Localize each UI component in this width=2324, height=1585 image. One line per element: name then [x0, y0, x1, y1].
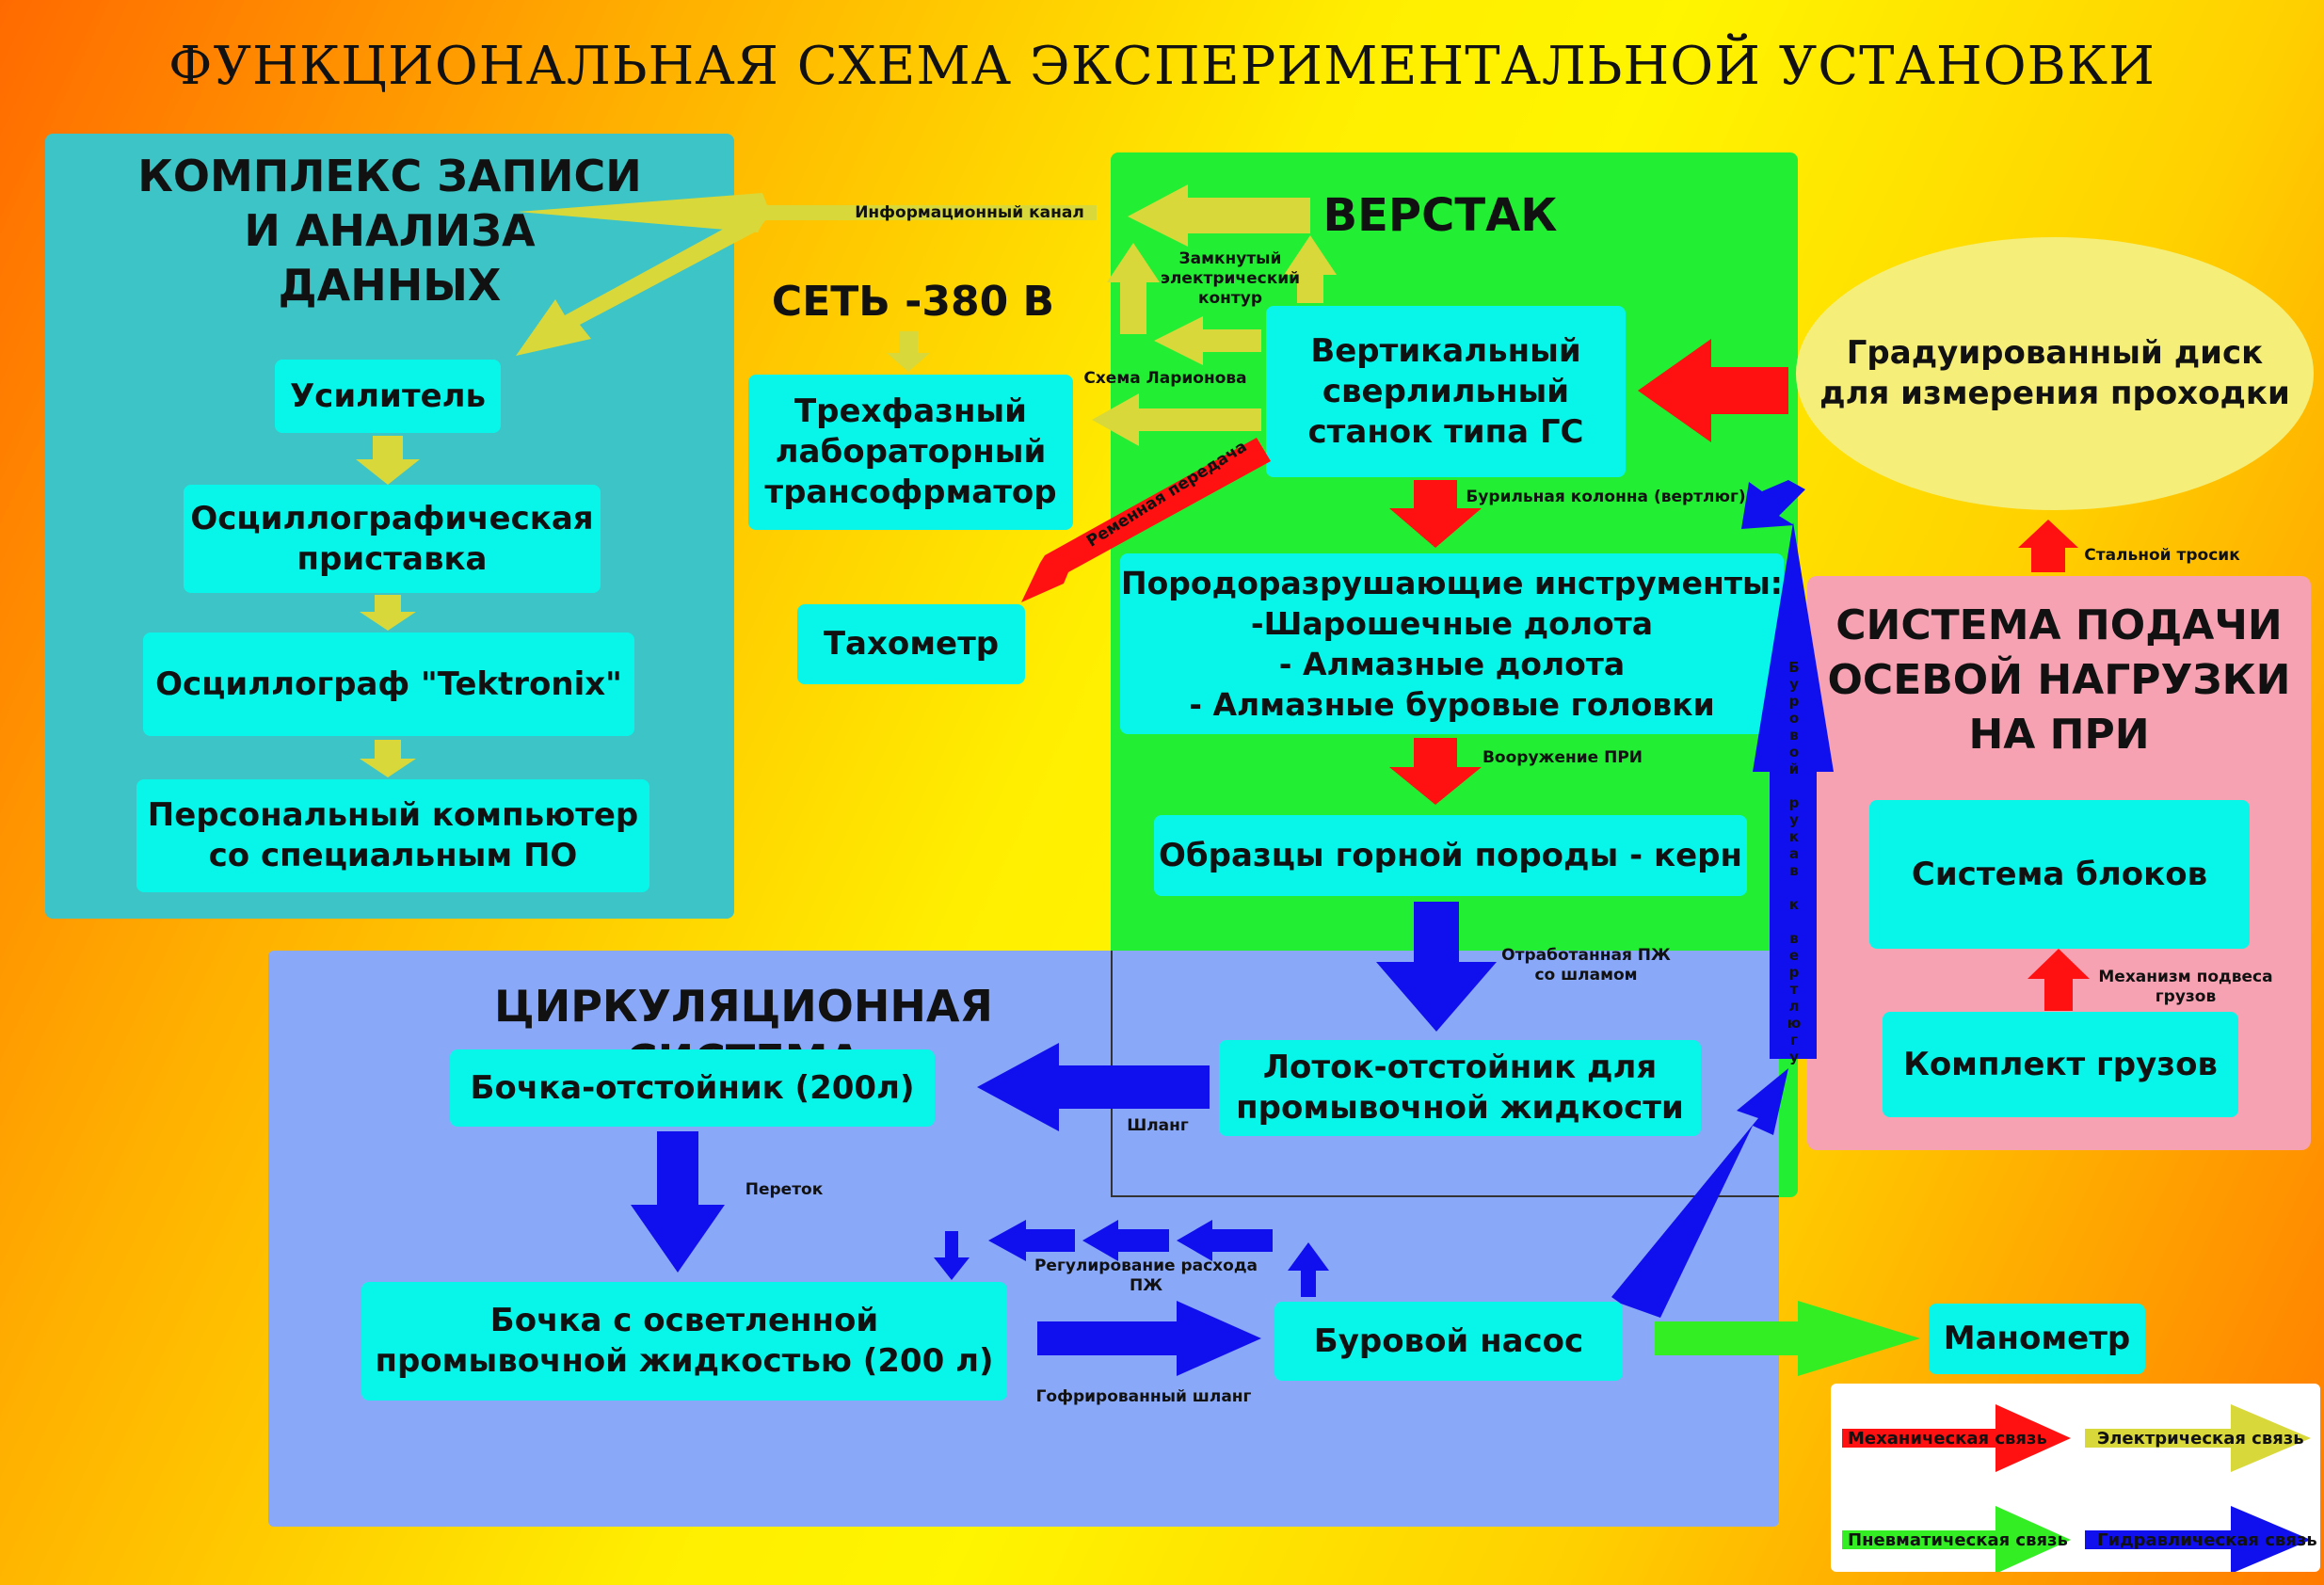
- oscillograph-attachment-box: Осциллографическая приставка: [184, 485, 601, 593]
- page-title: ФУНКЦИОНАЛЬНАЯ СХЕМА ЭКСПЕРИМЕНТАЛЬНОЙ У…: [168, 36, 2156, 97]
- legend-hydraulic-label: Гидравлическая связь: [2097, 1530, 2317, 1550]
- oscilloscope-to-computer-arrow: [360, 740, 416, 777]
- samples-to-tray-arrow: [1376, 902, 1497, 1032]
- overflow-arrow: [631, 1131, 725, 1273]
- closed-circuit-label: Замкнутый электрический контур: [1160, 249, 1301, 308]
- legend-pneumatic-label: Пневматическая связь: [1848, 1530, 2068, 1550]
- tools-to-samples-arrow: [1389, 738, 1482, 805]
- workbench-heading: ВЕРСТАК: [1322, 189, 1558, 242]
- regulation-down-arrow: [934, 1231, 970, 1280]
- weights-set-box: Комплект грузов: [1883, 1012, 2238, 1117]
- core-samples-box: Образцы горной породы - керн: [1154, 815, 1747, 896]
- steel-cable-label: Стальной тросик: [2084, 546, 2240, 565]
- steel-cable-arrow: [2018, 520, 2078, 572]
- info-channel-arrow: [518, 193, 1097, 232]
- overflow-label: Переток: [745, 1180, 824, 1199]
- drill-pump-box: Буровой насос: [1274, 1302, 1623, 1381]
- info-channel-diagonal-arrow: [516, 198, 772, 356]
- tray-to-barrel-arrow: [977, 1043, 1210, 1131]
- drill-sleeve-arrow: [1753, 522, 1834, 1059]
- amplifier-box: Усилитель: [275, 360, 501, 433]
- larionov-label: Схема Ларионова: [1083, 369, 1247, 388]
- pump-to-sleeve-arrow: [1611, 1068, 1788, 1318]
- legend-mechanical-arrow: [1842, 1404, 2071, 1472]
- transformer-box: Трехфазный лабораторный трансофрматор: [748, 375, 1073, 530]
- legend-hydraulic-arrow: [2085, 1506, 2311, 1572]
- closed-circuit-up-left: [1107, 243, 1160, 334]
- sleeve-to-column-arrow: [1741, 480, 1805, 529]
- regulation-arrow-1: [1177, 1220, 1273, 1261]
- regulation-arrow-3: [988, 1220, 1075, 1261]
- legend-arrows: [1842, 1404, 2311, 1572]
- block-system-box: Система блоков: [1869, 800, 2250, 949]
- info-channel-label: Информационный канал: [855, 203, 1084, 222]
- legend: Механическая связь Электрическая связь П…: [1831, 1384, 2320, 1572]
- drill-column-label: Бурильная колонна (вертлюг): [1466, 488, 1746, 506]
- regulation-arrow-2: [1082, 1220, 1169, 1261]
- belt-drive-arrow: [1021, 438, 1271, 602]
- clear-barrel-box: Бочка с осветленной промывочной жидкость…: [361, 1282, 1007, 1401]
- legend-electrical-label: Электрическая связь: [2097, 1429, 2304, 1449]
- computer-box: Персональный компьютер со специальным ПО: [136, 779, 649, 892]
- regulation-up-arrow: [1288, 1242, 1329, 1297]
- corrugated-hose-arrow: [1037, 1301, 1261, 1376]
- larionov-arrow: [1092, 393, 1261, 446]
- legend-pneumatic-arrow: [1842, 1506, 2071, 1572]
- drill-sleeve-label: Буровой рукав к вертлюгу: [1786, 659, 1803, 1065]
- tool-arming-label: Вооружение ПРИ: [1482, 748, 1643, 767]
- settling-tray-box: Лоток-отстойник для промывочной жидкости: [1219, 1040, 1701, 1136]
- settling-barrel-box: Бочка-отстойник (200л): [450, 1049, 935, 1127]
- closed-circuit-left: [1154, 316, 1261, 365]
- legend-mechanical-label: Механическая связь: [1848, 1429, 2047, 1449]
- load-system-heading: СИСТЕМА ПОДАЧИ ОСЕВОЙ НАГРУЗКИ НА ПРИ: [1827, 601, 2291, 759]
- attachment-to-oscilloscope-arrow: [360, 595, 416, 631]
- tools-box: Породоразрушающие инструменты: -Шарошечн…: [1120, 553, 1784, 734]
- corrugated-hose-label: Гофрированный шланг: [1035, 1387, 1252, 1406]
- drill-to-tools-arrow: [1389, 480, 1482, 548]
- oscilloscope-box: Осциллограф "Tektronix": [143, 632, 634, 736]
- weight-mechanism-label: Механизм подвеса грузов: [2098, 968, 2273, 1006]
- used-fluid-label: Отработанная ПЖ со шламом: [1501, 946, 1671, 985]
- pump-to-manometer-arrow: [1655, 1301, 1920, 1376]
- disk-to-drill-arrow: [1638, 339, 1788, 442]
- hose-label: Шланг: [1127, 1116, 1189, 1135]
- closed-circuit-arrow-1: [1128, 184, 1310, 247]
- network-label: СЕТЬ -380 В: [771, 278, 1055, 326]
- network-down-arrow: [887, 331, 930, 372]
- drill-machine-box: Вертикальный сверлильный станок типа ГС: [1266, 306, 1626, 477]
- closed-circuit-up-right: [1284, 235, 1337, 303]
- manometer-box: Манометр: [1929, 1304, 2145, 1374]
- tachometer-box: Тахометр: [797, 604, 1025, 684]
- data-complex-heading: КОМПЛЕКС ЗАПИСИ И АНАЛИЗА ДАННЫХ: [137, 151, 642, 311]
- amplifier-to-attachment-arrow: [356, 436, 420, 485]
- flow-regulation-label: Регулирование расхода ПЖ: [1034, 1257, 1258, 1295]
- weight-mechanism-arrow: [2027, 949, 2090, 1011]
- graduated-disk-ellipse: Градуированный диск для измерения проход…: [1796, 237, 2314, 510]
- legend-electrical-arrow: [2085, 1404, 2311, 1472]
